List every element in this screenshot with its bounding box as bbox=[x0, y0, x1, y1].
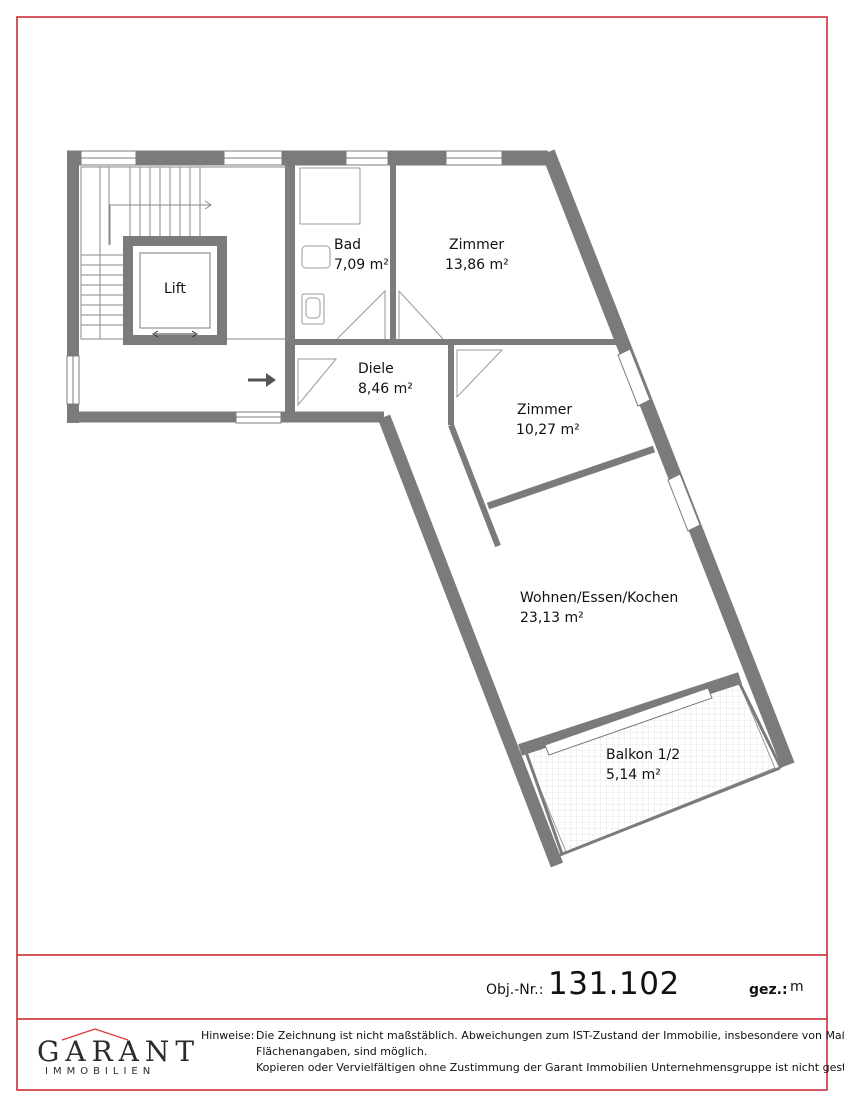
room-area-bad: 7,09 m² bbox=[334, 257, 389, 273]
room-area-diele: 8,46 m² bbox=[358, 381, 413, 397]
room-label-lift: Lift bbox=[164, 281, 186, 297]
staircase bbox=[80, 166, 289, 340]
room-area-wohnen: 23,13 m² bbox=[520, 610, 584, 626]
logo-wordmark: GARANT bbox=[37, 1035, 201, 1068]
room-area-zimmer-1: 13,86 m² bbox=[445, 257, 509, 273]
room-label-zimmer-1: Zimmer bbox=[449, 237, 505, 253]
entrance-arrow-icon bbox=[248, 373, 276, 387]
hint-label: Hinweise: bbox=[201, 1029, 255, 1042]
object-number: 131.102 bbox=[548, 966, 680, 1002]
room-area-balkon: 5,14 m² bbox=[606, 767, 661, 783]
drawn-by-value: m bbox=[790, 979, 804, 995]
room-label-zimmer-2: Zimmer bbox=[517, 402, 573, 418]
hint-line-2: Flächenangaben, sind möglich. bbox=[256, 1045, 428, 1058]
room-area-zimmer-2: 10,27 m² bbox=[516, 422, 580, 438]
hint-line-3: Kopieren oder Vervielfältigen ohne Zusti… bbox=[256, 1061, 844, 1074]
room-label-balkon: Balkon 1/2 bbox=[606, 747, 681, 763]
sheet-frame bbox=[16, 16, 828, 1091]
doors bbox=[297, 289, 504, 407]
hint-line-1: Die Zeichnung ist nicht maßstäblich. Abw… bbox=[256, 1029, 844, 1042]
room-label-diele: Diele bbox=[358, 361, 394, 377]
lift-shaft bbox=[123, 236, 227, 345]
room-label-wohnen: Wohnen/Essen/Kochen bbox=[520, 590, 679, 606]
logo-subtitle: IMMOBILIEN bbox=[45, 1066, 156, 1077]
logo-roof-icon bbox=[61, 1028, 129, 1041]
drawn-by-label: gez.: bbox=[749, 982, 788, 998]
object-number-label: Obj.-Nr.: bbox=[486, 982, 544, 998]
room-label-bad: Bad bbox=[334, 237, 362, 253]
bath-fixtures bbox=[299, 167, 361, 325]
windows bbox=[66, 150, 713, 756]
